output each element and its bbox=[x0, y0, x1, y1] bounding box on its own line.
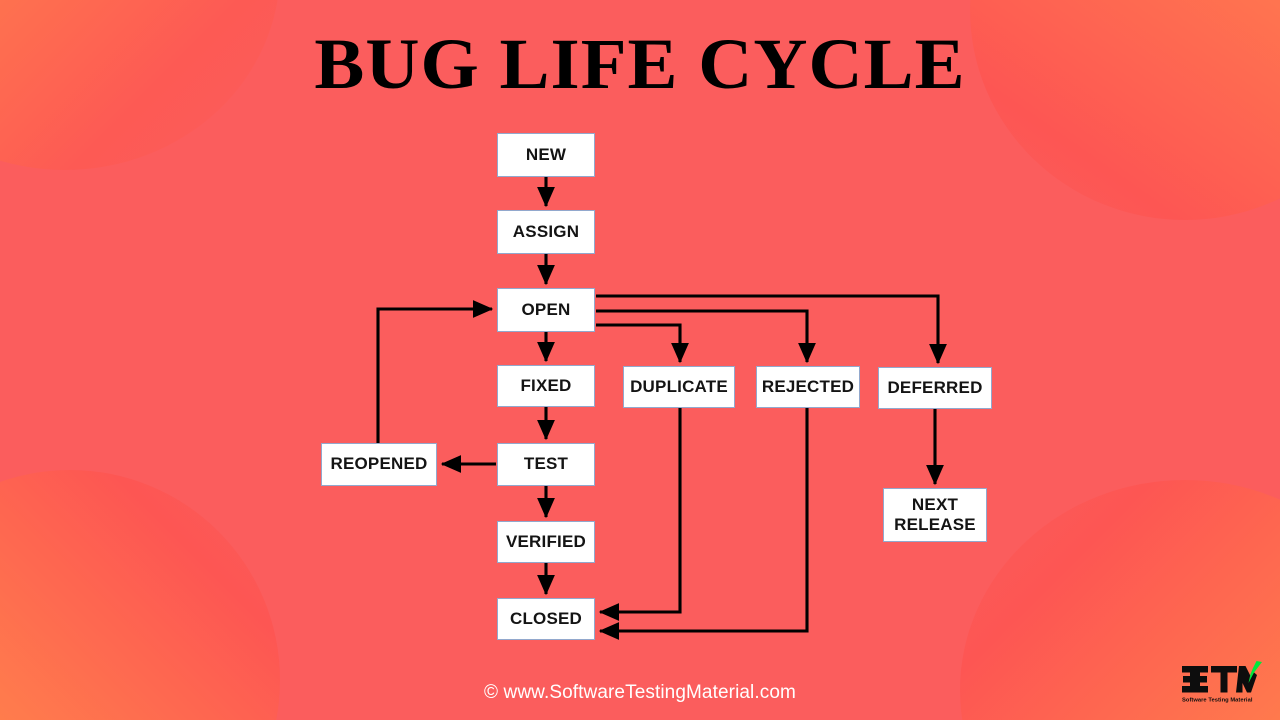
logo-letter-s bbox=[1182, 666, 1208, 693]
edge-open-deferred bbox=[596, 294, 947, 365]
edge-reopened-open bbox=[376, 300, 494, 443]
node-rejected[interactable]: REJECTED bbox=[756, 366, 860, 408]
edge-open-duplicate bbox=[596, 323, 689, 364]
node-test[interactable]: TEST bbox=[497, 443, 595, 486]
node-closed[interactable]: CLOSED bbox=[497, 598, 595, 640]
node-duplicate[interactable]: DUPLICATE bbox=[623, 366, 735, 408]
stm-logo: Software Testing Material bbox=[1182, 661, 1262, 704]
edge-open-rejected bbox=[596, 309, 816, 364]
node-reopened[interactable]: REOPENED bbox=[321, 443, 437, 486]
logo-letter-t bbox=[1211, 666, 1237, 693]
node-deferred[interactable]: DEFERRED bbox=[878, 367, 992, 409]
node-assign[interactable]: ASSIGN bbox=[497, 210, 595, 254]
page-title: BUG LIFE CYCLE bbox=[314, 24, 966, 104]
edge-duplicate-closed bbox=[598, 408, 682, 621]
node-fixed[interactable]: FIXED bbox=[497, 365, 595, 407]
node-open[interactable]: OPEN bbox=[497, 288, 595, 332]
node-new[interactable]: NEW bbox=[497, 133, 595, 177]
node-verified[interactable]: VERIFIED bbox=[497, 521, 595, 563]
edge-rejected-closed bbox=[598, 408, 809, 640]
logo-tagline: Software Testing Material bbox=[1182, 698, 1253, 704]
node-next-release[interactable]: NEXT RELEASE bbox=[883, 488, 987, 542]
footer-credit: © www.SoftwareTestingMaterial.com bbox=[484, 682, 796, 703]
